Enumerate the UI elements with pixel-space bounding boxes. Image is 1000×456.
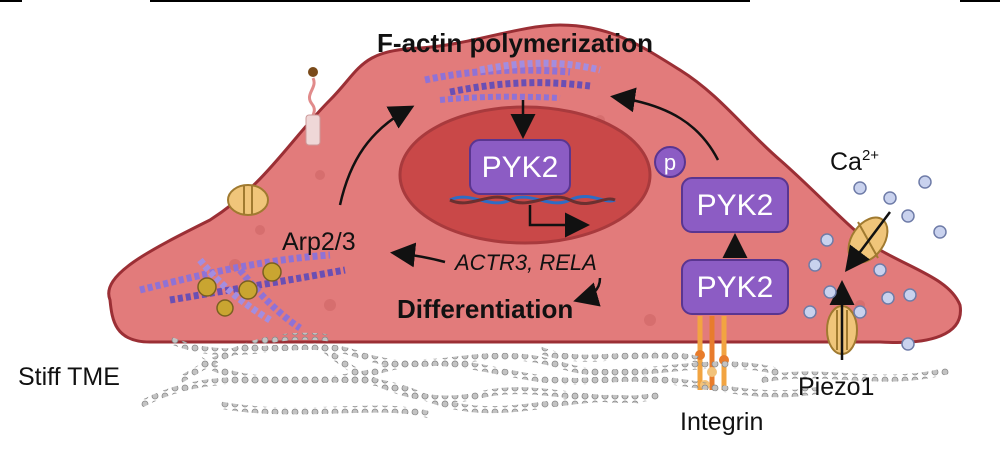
branched-actin-network: [139, 251, 346, 331]
pyk2-to-actin-arrow: [610, 87, 720, 161]
differentiation-label: Differentiation: [397, 294, 573, 324]
pyk2-phospho-label: PYK2: [697, 189, 774, 222]
phospho-label: p: [664, 150, 676, 175]
stiff-tme-fibers: [138, 332, 951, 419]
phospho-marker: p: [654, 146, 686, 178]
ion-channel-icon: [227, 184, 269, 216]
pyk2-phospho-box: PYK2: [681, 177, 789, 233]
f-actin-title: F-actin polymerization: [377, 28, 653, 58]
arp-to-actin-arrow: [338, 105, 415, 206]
stiff-tme-label: Stiff TME: [18, 363, 120, 391]
pyk2-lower-label: PYK2: [697, 271, 774, 304]
genes-label: ACTR3, RELA: [453, 250, 597, 275]
calcium-ions: [803, 175, 947, 351]
piezo1-label: Piezo1: [798, 373, 874, 401]
transcription-arrow: [528, 205, 590, 238]
membrane-receptor-icon: [305, 67, 321, 146]
arp-complex-balls: [197, 262, 282, 317]
calcium-influx-arrow: [845, 211, 891, 272]
integrin-receptor-icon: [695, 316, 729, 390]
f-actin-filaments: [424, 59, 601, 103]
integrin-label: Integrin: [680, 408, 763, 436]
pyk2-lower-box: PYK2: [681, 259, 789, 315]
calcium-label: Ca2+: [830, 147, 879, 176]
pyk2-nucleus-label: PYK2: [482, 151, 559, 184]
genes-to-arp-arrow: [390, 242, 446, 268]
dna-strand-icon: [449, 194, 616, 206]
pyk2-nucleus-box: PYK2: [469, 139, 571, 195]
arp-label: Arp2/3: [282, 228, 356, 256]
genes-to-differentiation-arrow: [573, 277, 602, 307]
